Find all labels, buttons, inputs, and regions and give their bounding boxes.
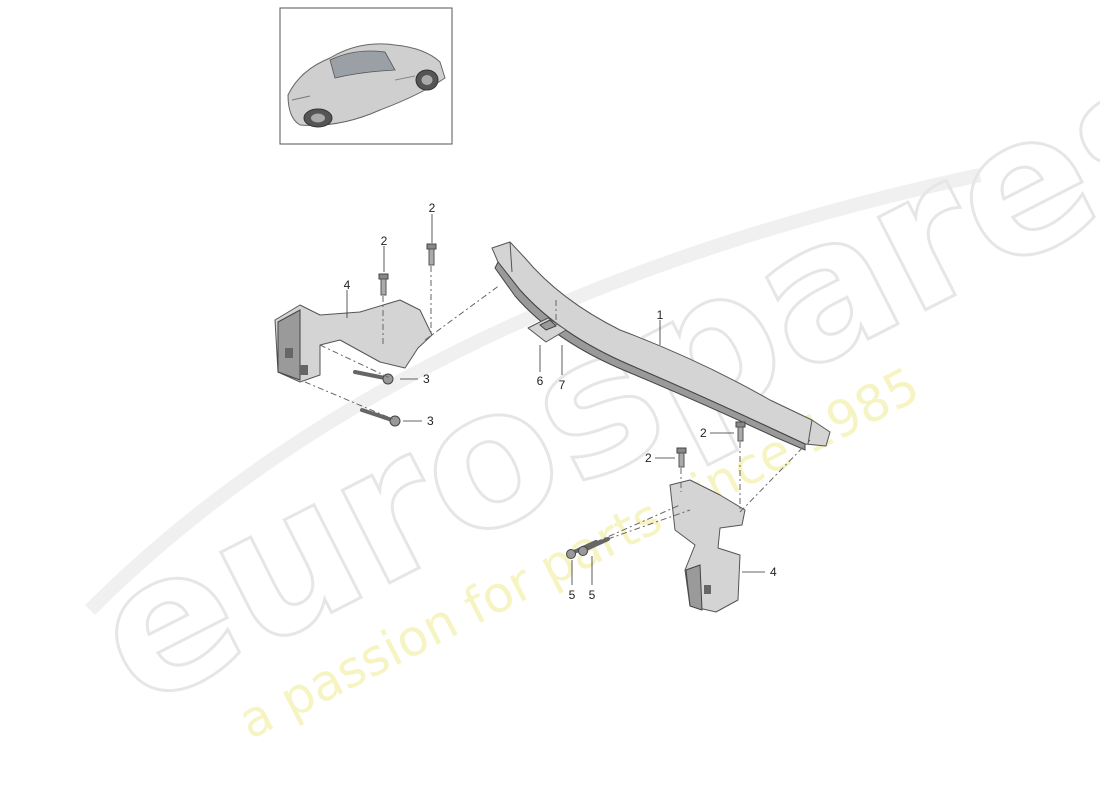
callout-3: 3 [423,372,430,386]
right-bracket-part-4 [669,479,746,613]
bolt-part-5-b [578,537,610,556]
watermark: eurospares a passion for parts since 198… [59,6,1100,751]
callout-7: 7 [559,378,566,392]
callout-5: 5 [569,588,576,602]
bolt-part-2-d [676,447,687,468]
leader-lines [346,214,765,585]
car-thumbnail [279,7,453,145]
callout-2: 2 [645,451,652,465]
callout-2: 2 [381,234,388,248]
bolt-part-2-b [378,273,389,296]
callouts: 2 2 4 1 3 3 2 2 4 5 5 6 7 [344,201,777,602]
car-icon [287,43,446,128]
callout-4: 4 [770,565,777,579]
callout-4: 4 [344,278,351,292]
left-bracket-part-4 [274,299,433,383]
callout-5: 5 [589,588,596,602]
watermark-swoosh [85,168,982,615]
callout-2: 2 [700,426,707,440]
callout-6: 6 [537,374,544,388]
bolt-part-2-c [735,421,746,442]
bolt-part-3-a [353,370,394,385]
bolt-part-2-a [426,243,437,266]
cross-member-part-1 [491,241,831,451]
watermark-brand: eurospares [60,8,1100,750]
assembly-lines [304,266,811,543]
callout-1: 1 [657,308,664,322]
callout-3: 3 [427,414,434,428]
callout-2: 2 [429,201,436,215]
